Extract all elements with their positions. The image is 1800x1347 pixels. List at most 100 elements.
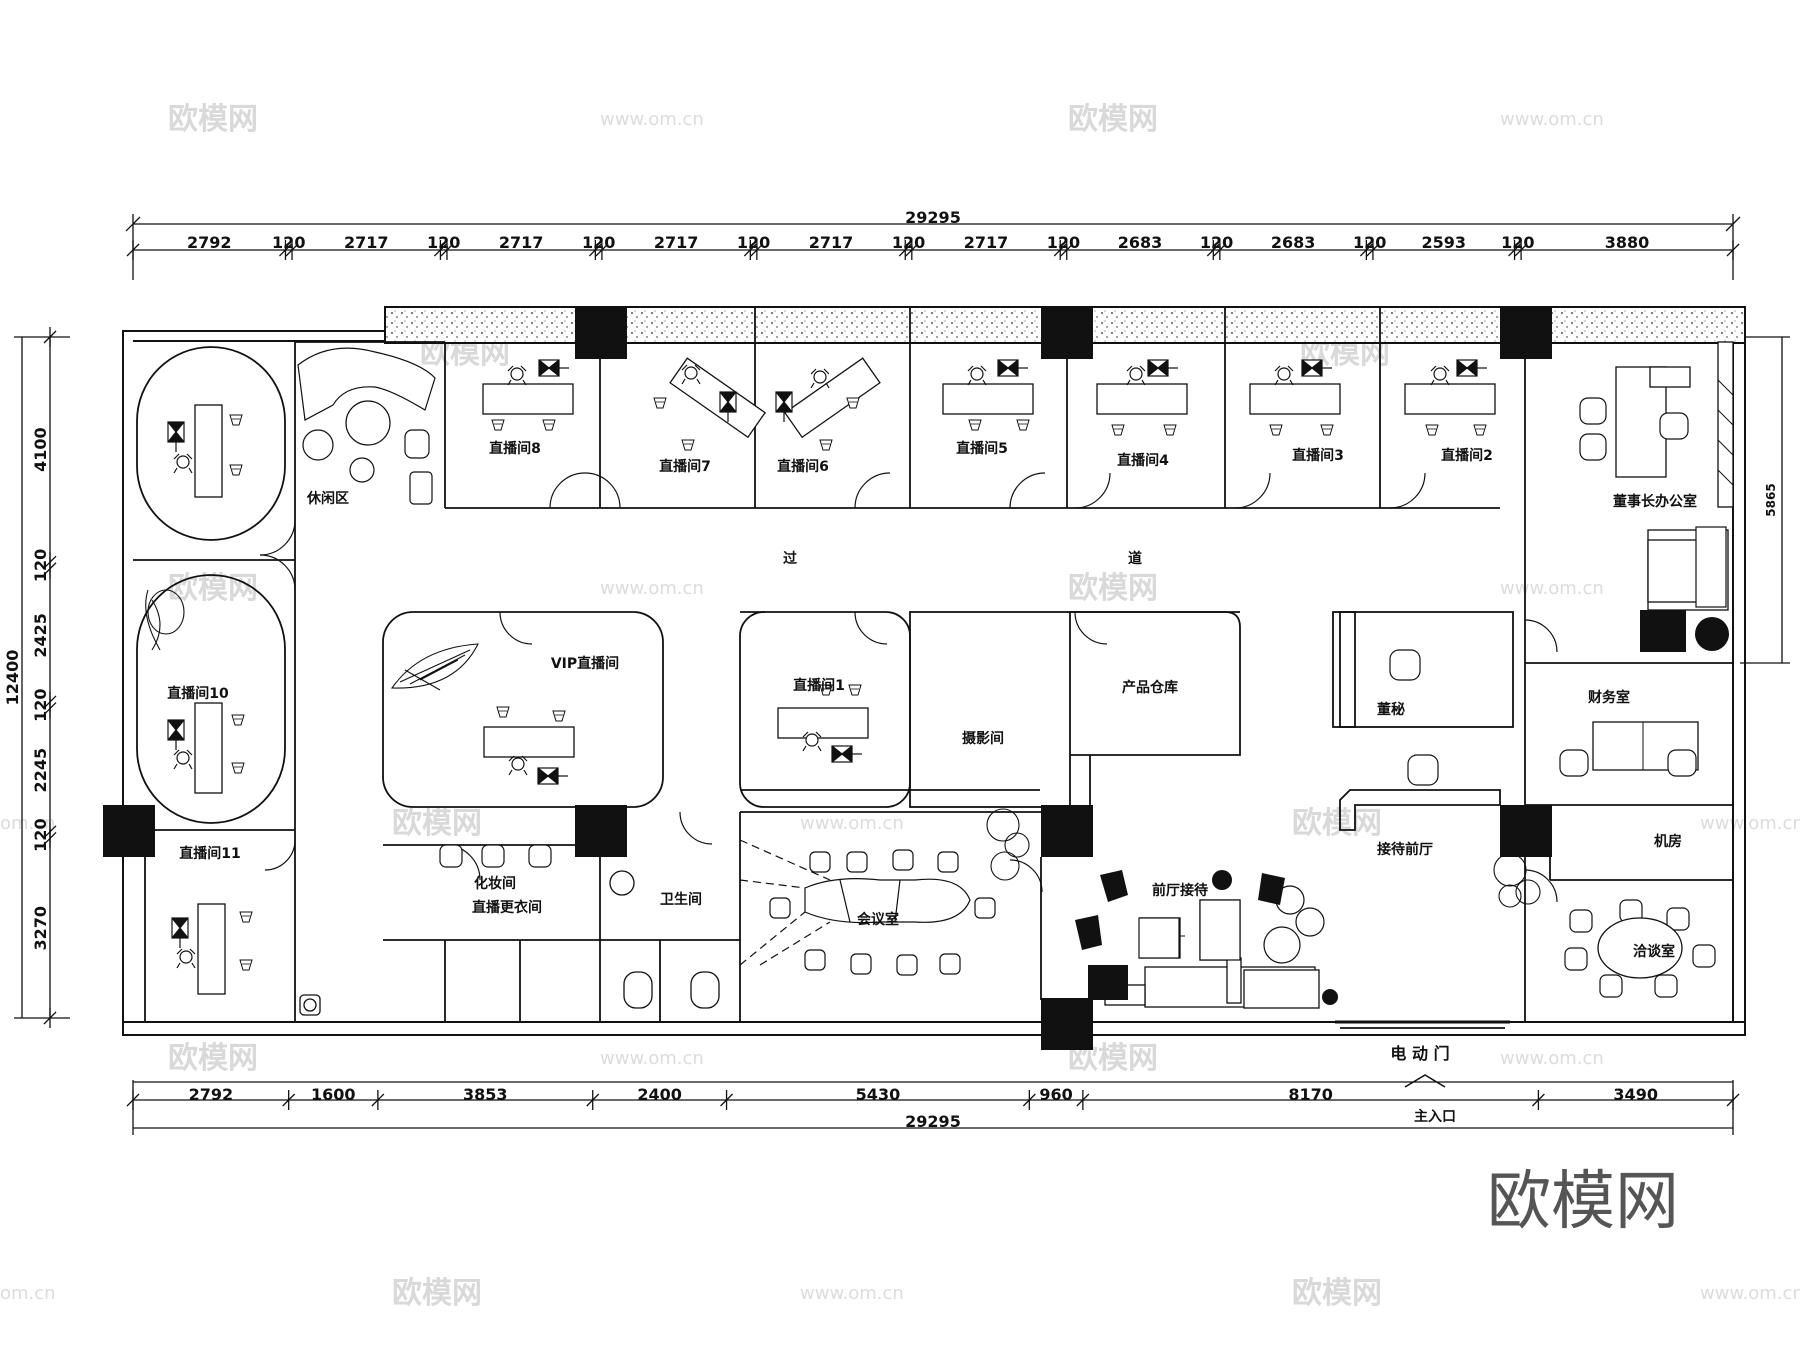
dimension-label: 120: [1047, 233, 1080, 252]
dimension-label: 120: [31, 818, 50, 851]
room-labels: 直播间8 直播间7 直播间6 直播间5 直播间4 直播间3 直播间2 直播间1 …: [167, 440, 1697, 960]
dimension-label: 2717: [809, 233, 854, 252]
room-live6: 直播间6: [777, 458, 829, 475]
dimension-label: 3853: [463, 1085, 508, 1104]
dimension-label: 120: [272, 233, 305, 252]
dim-right-value: 5865: [1764, 483, 1778, 516]
dimension-label: 120: [31, 549, 50, 582]
room-warehouse: 产品仓库: [1122, 679, 1178, 696]
room-chairman: 董事长办公室: [1613, 493, 1697, 510]
dimension-ticks: [43, 240, 1740, 1110]
room-corridor-b: 道: [1128, 550, 1142, 567]
watermark-url: www.om.cn: [1500, 109, 1604, 130]
dim-left-labels: 4100 120 2425 120 2245 120 3270 12400: [3, 427, 50, 950]
entrance-arrow-icon: [1404, 1074, 1446, 1088]
dimension-label: 1600: [311, 1085, 356, 1104]
dimension-label: 2792: [189, 1085, 234, 1104]
dimension-label: 3880: [1605, 233, 1650, 252]
room-server: 机房: [1654, 833, 1682, 850]
watermark-url: www.om.cn: [600, 1048, 704, 1069]
furniture-sanitary: [299, 870, 720, 1016]
dimension-label: 3490: [1613, 1085, 1658, 1104]
watermark-logo: 欧模网: [1068, 102, 1158, 137]
watermark-logo: 欧模网: [168, 102, 258, 137]
watermark-url: www.om.cn: [1500, 578, 1604, 599]
watermark-url-short: om.cn: [0, 1283, 56, 1304]
room-negotiation: 洽谈室: [1633, 943, 1675, 960]
dimension-label: 120: [737, 233, 770, 252]
watermark-logo: 欧模网: [1292, 806, 1382, 841]
watermark-url: www.om.cn: [1500, 1048, 1604, 1069]
structural-columns: [103, 307, 1552, 1050]
meeting-table: [739, 839, 971, 966]
dimension-label: 3270: [31, 906, 50, 951]
entrance-main-label: 主入口: [1414, 1108, 1456, 1125]
furniture-people: [173, 364, 1450, 969]
room-vip: VIP直播间: [551, 655, 619, 672]
room-live1: 直播间1: [793, 677, 845, 694]
dimension-lines: [14, 214, 1790, 1135]
watermark-url: www.om.cn: [800, 1283, 904, 1304]
dimension-label: 2400: [637, 1085, 682, 1104]
room-front-desk: 前厅接待: [1152, 882, 1208, 899]
dimension-label: 2683: [1118, 233, 1163, 252]
dimension-label: 120: [31, 689, 50, 722]
room-live11: 直播间11: [179, 845, 240, 862]
room-lounge: 休闲区: [306, 490, 349, 507]
room-reception: 接待前厅: [1377, 841, 1433, 858]
plants: [986, 808, 1541, 908]
room-live4: 直播间4: [1117, 452, 1169, 469]
watermark-logo: 欧模网: [1292, 1276, 1382, 1311]
dimension-label: 120: [1353, 233, 1386, 252]
dimension-label: 120: [892, 233, 925, 252]
room-live5: 直播间5: [956, 440, 1008, 457]
watermark-layer: 欧模网 www.om.cn 欧模网 www.om.cn 欧模网 欧模网 欧模网 …: [0, 102, 1800, 1311]
watermark-url: www.om.cn: [1700, 1283, 1800, 1304]
furniture-chairs: [297, 347, 1727, 998]
dimension-label: 120: [1501, 233, 1534, 252]
room-live8: 直播间8: [489, 440, 541, 457]
dimension-label: 2425: [31, 613, 50, 658]
room-corridor-a: 过: [783, 550, 797, 567]
entrance-door-label: 电 动 门: [1390, 1044, 1449, 1063]
room-meeting: 会议室: [857, 911, 899, 928]
watermark-logo: 欧模网: [392, 1276, 482, 1311]
dim-left-total: 12400: [3, 650, 22, 706]
furniture-desks: [194, 341, 1734, 1009]
dimension-label: 120: [427, 233, 460, 252]
dim-bottom-labels: 2792 1600 3853 2400 5430 960 8170 3490: [189, 1085, 1658, 1104]
dimension-label: 8170: [1288, 1085, 1333, 1104]
watermark-url: www.om.cn: [600, 109, 704, 130]
room-live2: 直播间2: [1441, 447, 1493, 464]
dimension-label: 2792: [187, 233, 232, 252]
room-changing: 直播更衣间: [472, 899, 542, 916]
dimension-label: 2593: [1421, 233, 1466, 252]
watermark-logo: 欧模网: [168, 1041, 258, 1076]
dim-top-total: 29295: [905, 208, 961, 227]
dimension-label: 2717: [654, 233, 699, 252]
brand-logo: 欧模网: [1487, 1165, 1679, 1239]
room-makeup: 化妆间: [474, 875, 516, 892]
dimension-label: 960: [1039, 1085, 1072, 1104]
room-photo: 摄影间: [962, 730, 1004, 747]
room-wc: 卫生间: [660, 891, 702, 908]
room-finance: 财务室: [1587, 689, 1630, 706]
dimension-label: 2717: [344, 233, 389, 252]
watermark-url: www.om.cn: [1700, 813, 1800, 834]
watermark-logo: 欧模网: [168, 571, 258, 606]
watermark-logo: 欧模网: [1068, 571, 1158, 606]
furniture-black: [1075, 610, 1729, 1005]
interior-walls: [133, 307, 1733, 1029]
room-live7: 直播间7: [659, 458, 711, 475]
dimension-label: 5430: [856, 1085, 901, 1104]
room-live10: 直播间10: [167, 685, 229, 702]
watermark-url: www.om.cn: [800, 813, 904, 834]
room-secretary: 董秘: [1377, 701, 1405, 718]
watermark-logo: 欧模网: [392, 806, 482, 841]
dimension-label: 120: [582, 233, 615, 252]
dimension-label: 4100: [31, 427, 50, 472]
dimension-label: 2245: [31, 748, 50, 793]
dimension-label: 2717: [964, 233, 1009, 252]
